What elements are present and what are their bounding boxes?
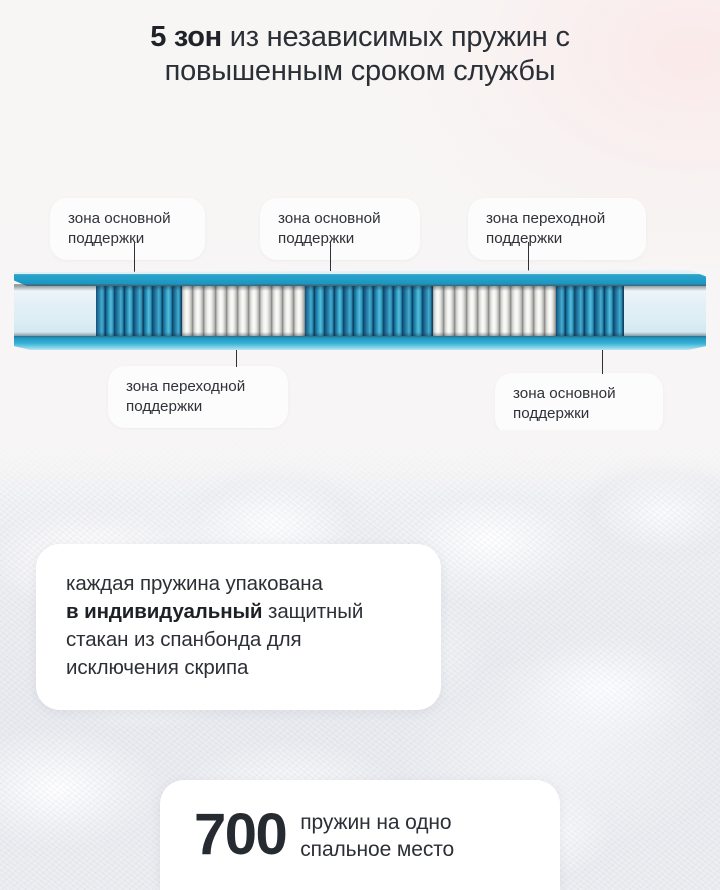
page-title-emphasis: 5 зон — [150, 21, 222, 53]
page-title-rest: из независимых пружин с повышенным сроко… — [164, 21, 570, 87]
page-title: 5 зон из независимых пружин с повышенным… — [0, 20, 720, 88]
spring-text-emphasis: в индивидуальный — [66, 600, 263, 623]
foam-block-right — [624, 286, 706, 336]
spring-text-line3: стакан из спанбонда для — [66, 628, 302, 651]
spring-count-card: 700 пружин на одно спальное место — [160, 780, 560, 890]
spring-packaging-text: каждая пружина упакована в индивидуальный… — [66, 570, 411, 682]
mattress-spring-core — [14, 286, 706, 336]
spring-zone-4-main — [433, 286, 556, 336]
connector-line-top-right — [528, 242, 530, 284]
mattress-top-cover — [14, 270, 706, 287]
spring-zone-5-transition — [556, 286, 624, 336]
spring-packaging-card: каждая пружина упакована в индивидуальный… — [36, 544, 441, 710]
connector-line-top-mid — [330, 242, 332, 284]
zone-label-bottom-right: зона основной поддержки — [495, 373, 663, 435]
spring-zone-2-main — [182, 286, 305, 336]
zone-label-top-left: зона основной поддержки — [50, 198, 205, 260]
connector-line-top-left — [134, 242, 136, 284]
spring-count-number: 700 — [194, 802, 288, 867]
zone-label-top-mid: зона основной поддержки — [260, 198, 420, 260]
spring-zone-3-transition — [305, 286, 433, 336]
zone-label-bottom-left: зона переходной поддержки — [108, 366, 288, 428]
mattress-diagram: зона основной поддержки зона основной по… — [0, 170, 720, 440]
spring-text-line1: каждая пружина упакована — [66, 572, 323, 595]
spring-text-line4: исключения скрипа — [66, 656, 249, 679]
spring-text-line2-rest: защитный — [262, 600, 364, 623]
mattress-cross-section — [14, 270, 706, 350]
photo-top-fade — [0, 430, 720, 500]
zone-label-top-right: зона переходной поддержки — [468, 198, 646, 260]
foam-block-left — [14, 286, 96, 336]
spring-count-label: пружин на одно спальное место — [300, 810, 455, 861]
mattress-bottom-cover — [14, 336, 706, 350]
spring-zone-1-transition — [96, 286, 182, 336]
